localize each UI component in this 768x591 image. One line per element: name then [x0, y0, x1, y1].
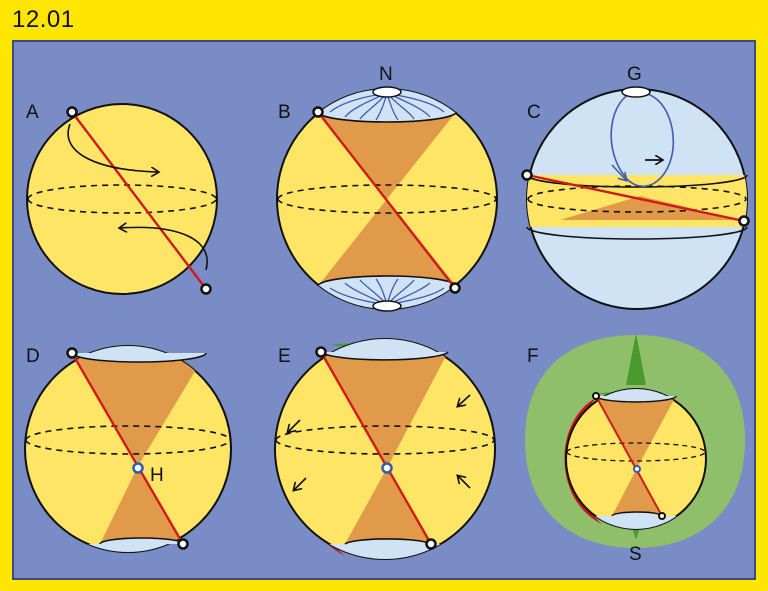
panel-label-e: E — [278, 346, 291, 367]
hotspot-label: H — [150, 465, 164, 486]
hotspot-marker — [381, 462, 393, 474]
rotation-axis-f — [595, 395, 663, 517]
rotation-axis-c — [526, 173, 745, 223]
pole-marker — [66, 106, 78, 118]
panel-label-c: C — [527, 102, 541, 123]
panel-label-b: B — [278, 102, 291, 123]
rotation-axis-d — [70, 352, 185, 545]
arrow-icon — [458, 394, 471, 406]
arrow-icon — [288, 419, 301, 432]
sphere-e — [274, 338, 496, 560]
sphere-c — [521, 86, 750, 310]
figure-number: 12.01 — [12, 6, 75, 33]
sphere-f — [525, 333, 745, 548]
sphere-a — [26, 103, 218, 295]
rotation-axis-b — [317, 111, 456, 289]
arrow-right-icon — [67, 123, 158, 172]
pole-marker — [200, 283, 212, 295]
arrow-left-icon — [120, 227, 208, 271]
north-pole-label: N — [379, 64, 393, 85]
polar-wander-loop — [610, 91, 675, 187]
sphere-d — [24, 345, 232, 553]
arrow-icon — [294, 477, 307, 490]
geographic-pole-label: G — [627, 64, 642, 85]
sphere-b — [276, 86, 498, 312]
hotspot-marker — [633, 465, 641, 473]
south-pole-label: S — [629, 544, 642, 565]
rotation-axis-a — [71, 111, 207, 290]
panel-label-d: D — [26, 346, 40, 367]
north-pole-marker — [372, 86, 402, 98]
arrow-icon — [458, 476, 471, 489]
rotation-axis-e — [319, 351, 433, 545]
hotspot-marker — [132, 462, 144, 474]
panel-label-a: A — [26, 102, 39, 123]
panel-label-f: F — [527, 346, 539, 367]
